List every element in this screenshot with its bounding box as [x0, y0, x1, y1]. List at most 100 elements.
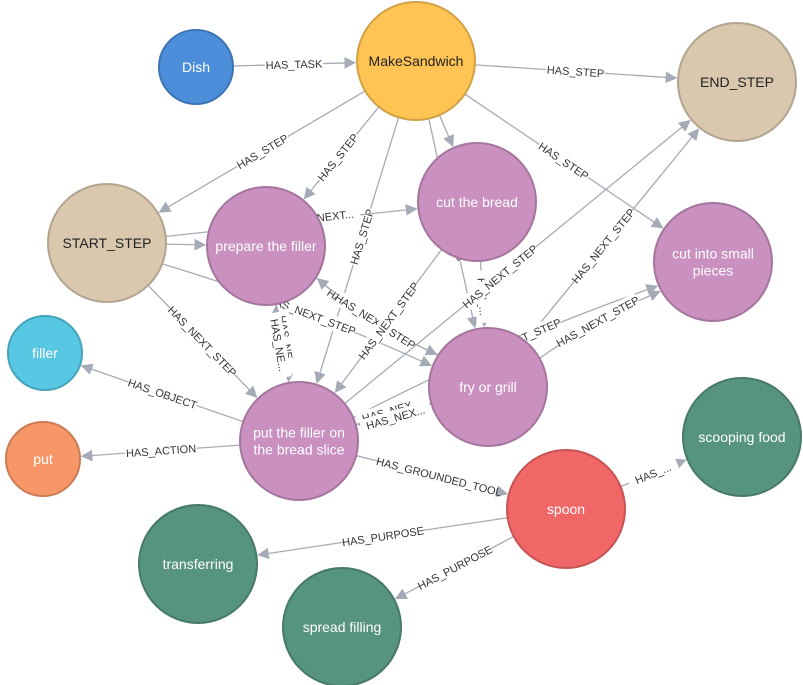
edge-label: HAS_TASK [266, 59, 324, 73]
node-circle[interactable] [506, 449, 626, 569]
edge-spoon-to-spread: HAS_PURPOSE [394, 535, 515, 600]
edge-label-background [355, 279, 423, 362]
node-circle[interactable] [138, 504, 258, 624]
node-circle[interactable] [282, 567, 402, 685]
edge-label-group: HAS_GROUNDED_TOOL [375, 454, 503, 499]
node-spoon[interactable]: spoon [506, 449, 626, 569]
node-put[interactable]: put [5, 421, 81, 497]
node-circle[interactable] [5, 421, 81, 497]
node-circle[interactable] [206, 186, 326, 306]
node-cut[interactable]: cut the bread [417, 142, 537, 262]
node-prep[interactable]: prepare the filler [206, 186, 326, 306]
edge-start-to-putf: HAS_NEXT_STEP [147, 284, 258, 399]
node-circle[interactable] [682, 377, 802, 497]
edge-label-background [164, 303, 240, 380]
edge-label-group: HAS_ACTION [124, 440, 198, 461]
edge-label: HAS_ACTION [126, 443, 197, 460]
edge-label-background [124, 440, 198, 461]
node-label: prepare the filler [215, 238, 317, 254]
edge-spoon-to-transfer: HAS_PURPOSE [257, 517, 508, 560]
node-spread[interactable]: spread filling [282, 567, 402, 685]
edge-label: HAS_STEP [536, 141, 590, 183]
node-label: scooping food [698, 429, 785, 445]
edge-label-background [266, 291, 358, 339]
node-label: spread filling [303, 619, 382, 635]
node-circle[interactable] [417, 142, 537, 262]
edge-putf-to-put: HAS_ACTION [80, 440, 241, 462]
node-transfer[interactable]: transferring [138, 504, 258, 624]
node-circle[interactable] [239, 381, 359, 501]
node-end[interactable]: END_STEP [677, 22, 797, 142]
node-fry[interactable]: fry or grill [428, 327, 548, 447]
node-scoop[interactable]: scooping food [682, 377, 802, 497]
edge-putf-to-filler: HAS_OBJECT [80, 363, 244, 423]
edge-dish-to-make: HAS_TASK [232, 56, 357, 73]
edge-label: HAS_NEXT_STEP [555, 295, 642, 351]
edge-label-background [343, 523, 423, 550]
edge-make-to-cut [438, 114, 454, 148]
edge-label-background [379, 454, 499, 499]
edge-label: HAS_STEP [546, 65, 604, 81]
node-filler[interactable]: filler [7, 315, 83, 391]
node-label: put [33, 451, 53, 467]
node-circle[interactable] [47, 183, 167, 303]
edge-label-background [313, 129, 363, 185]
node-make[interactable]: MakeSandwich [356, 1, 476, 121]
edge-label-background [265, 311, 292, 379]
edge-label: HAS_GROUNDED_TOOL [375, 456, 503, 499]
edge-label: HAS_NEXT_STEP [165, 304, 238, 379]
node-circle[interactable] [158, 29, 234, 105]
node-label: pieces [693, 263, 733, 279]
edge-label-background [346, 206, 378, 268]
node-label: spoon [547, 501, 585, 517]
edge-label-background [126, 374, 200, 413]
node-dish[interactable]: Dish [158, 29, 234, 105]
edge-label-group: HAS_PURPOSE [416, 542, 495, 593]
node-label: filler [32, 345, 58, 361]
node-label: Dish [182, 59, 210, 75]
edge-label-group: HAS_... [626, 456, 681, 491]
edge-label-group: HAS_STEP [313, 129, 363, 185]
node-circle[interactable] [356, 1, 476, 121]
node-circle[interactable] [428, 327, 548, 447]
edge-spoon-to-scoop: HAS_... [620, 456, 687, 491]
node-circle[interactable] [653, 202, 773, 322]
edge-label-group: HAS_NEXT_STEP [553, 292, 642, 351]
node-label: put the filler on [253, 425, 345, 441]
node-circle[interactable] [7, 315, 83, 391]
node-circle[interactable] [677, 22, 797, 142]
edge-make-to-end: HAS_STEP [474, 62, 678, 84]
edge-line [165, 238, 207, 251]
edge-label-group: HAS_PURPOSE [341, 523, 425, 550]
edge-label-group: HAS_NEXT_STEP [165, 303, 240, 380]
node-label: cut into small [672, 246, 754, 262]
edge-label: HAS_NEXT_STEP [570, 207, 638, 287]
edge-line [438, 114, 454, 148]
edge-label-background [332, 290, 418, 353]
edge-label-background [545, 62, 606, 81]
node-label: the bread slice [253, 442, 344, 458]
edge-putf-to-spoon: HAS_GROUNDED_TOOL [356, 454, 509, 499]
node-label: fry or grill [459, 379, 517, 395]
edge-label-group: HAS_STEP [535, 138, 593, 184]
edge-label: HAS_STEP [235, 133, 291, 173]
node-start[interactable]: START_STEP [47, 183, 167, 303]
edge-label-group: HAS_STEP [545, 62, 606, 81]
edge-label: HAS_STEP [316, 132, 362, 184]
node-label: END_STEP [700, 74, 774, 90]
edge-label-group: HAS_NEXT_STEP [568, 205, 639, 287]
edge-label-group: HAS_OBJECT [126, 374, 200, 413]
edge-label-background [416, 542, 494, 593]
edge-start-to-prep [165, 238, 207, 251]
edge-label-background [568, 205, 639, 287]
edge-label-background [535, 138, 593, 184]
edge-label-group: HAS_STEP [233, 130, 292, 173]
edge-label-background [358, 400, 433, 435]
node-label: MakeSandwich [369, 53, 464, 69]
edge-label: HAS_PURPOSE [416, 544, 495, 593]
node-label: transferring [163, 556, 234, 572]
